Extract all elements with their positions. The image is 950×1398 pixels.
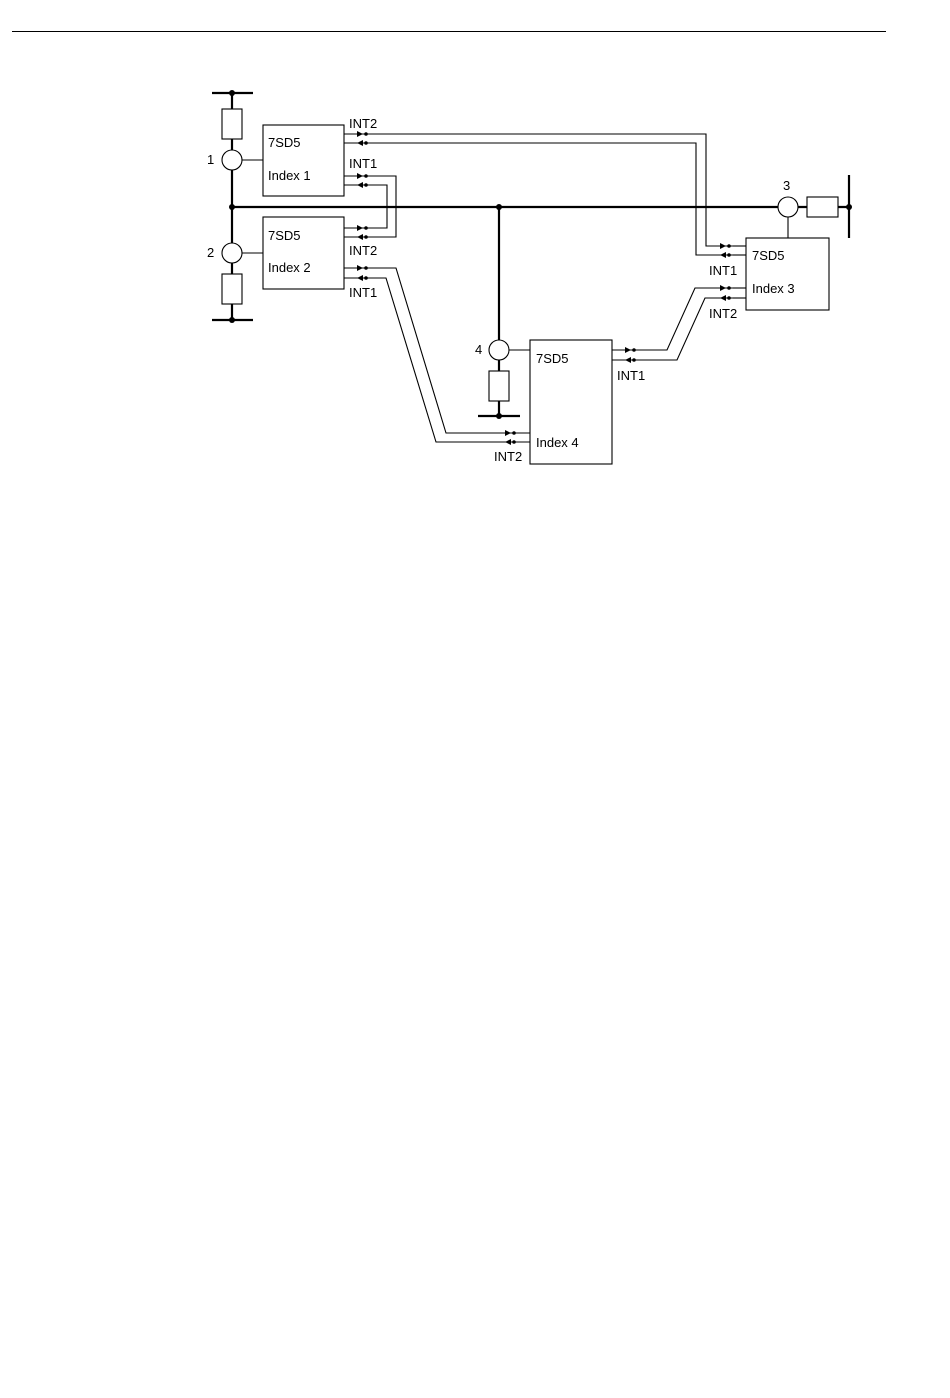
device-2-index: Index 2 <box>268 260 311 275</box>
port-label-dev2-int2: INT2 <box>349 243 377 258</box>
arrow-out-icon <box>357 131 363 137</box>
device-3-number: 3 <box>783 178 790 193</box>
junction-dot <box>229 90 235 96</box>
port-label-dev2-int1: INT1 <box>349 285 377 300</box>
device-2-number: 2 <box>207 245 214 260</box>
port-dot <box>727 253 731 257</box>
port-label-dev4-int1: INT1 <box>617 368 645 383</box>
port-label-dev4-int2: INT2 <box>494 449 522 464</box>
breaker-2 <box>222 274 242 304</box>
device-3-index: Index 3 <box>752 281 795 296</box>
arrow-in-icon <box>720 243 726 249</box>
breaker-3 <box>807 197 838 217</box>
arrow-in-icon <box>357 182 363 188</box>
arrow-out-icon <box>357 265 363 271</box>
device-1-number: 1 <box>207 152 214 167</box>
current-transformer-4-icon <box>489 340 509 360</box>
port-dot <box>364 183 368 187</box>
breaker-1 <box>222 109 242 139</box>
port-label-dev1-int2: INT2 <box>349 116 377 131</box>
arrow-out-icon <box>720 295 726 301</box>
device-4-model: 7SD5 <box>536 351 569 366</box>
port-label-dev3-int2: INT2 <box>709 306 737 321</box>
device-4-number: 4 <box>475 342 482 357</box>
device-4-index: Index 4 <box>536 435 579 450</box>
arrow-out-icon <box>505 439 511 445</box>
arrow-in-icon <box>357 234 363 240</box>
arrow-in-icon <box>505 430 511 436</box>
current-transformer-3-icon <box>778 197 798 217</box>
arrow-in-icon <box>625 357 631 363</box>
port-dot <box>364 132 368 136</box>
arrow-out-icon <box>625 347 631 353</box>
device-1-model: 7SD5 <box>268 135 301 150</box>
link-dev1-int2-to-dev3-int1-tx <box>344 134 733 246</box>
arrow-out-icon <box>357 173 363 179</box>
port-dot <box>727 244 731 248</box>
junction-dot <box>846 204 852 210</box>
arrow-in-icon <box>720 285 726 291</box>
junction-dot <box>496 204 502 210</box>
junction-dot <box>496 413 502 419</box>
port-dot <box>727 286 731 290</box>
port-label-dev3-int1: INT1 <box>709 263 737 278</box>
current-transformer-2-icon <box>222 243 242 263</box>
port-dot <box>364 235 368 239</box>
device-3-model: 7SD5 <box>752 248 785 263</box>
device-2-model: 7SD5 <box>268 228 301 243</box>
arrow-in-icon <box>357 275 363 281</box>
port-dot <box>632 348 636 352</box>
arrow-out-icon <box>357 225 363 231</box>
device-1-index: Index 1 <box>268 168 311 183</box>
port-dot <box>364 174 368 178</box>
port-dot <box>364 276 368 280</box>
breaker-4 <box>489 371 509 401</box>
link-dev1-int2-to-dev3-int1-rx <box>344 143 733 255</box>
junction-dot <box>229 317 235 323</box>
port-dot <box>512 431 516 435</box>
port-dot <box>512 440 516 444</box>
port-dot <box>364 226 368 230</box>
arrow-out-icon <box>720 252 726 258</box>
port-dot <box>364 141 368 145</box>
port-dot <box>632 358 636 362</box>
arrow-in-icon <box>357 140 363 146</box>
port-dot <box>727 296 731 300</box>
current-transformer-1-icon <box>222 150 242 170</box>
port-dot <box>364 266 368 270</box>
port-label-dev1-int1: INT1 <box>349 156 377 171</box>
